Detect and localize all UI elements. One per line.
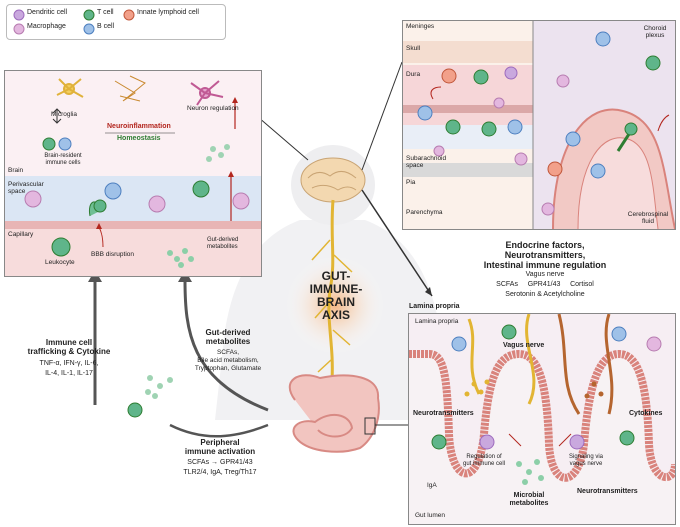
peripheral-line-1: SCFAs → GPR41/43 [187,459,253,466]
metabolites-line-2: Bile acid metabolism, [197,357,259,364]
pia-label: Pia [406,179,416,186]
neuroinflammation-label: Neuroinflammation [107,123,171,130]
metabolites-line-3: Tryptophan, Glutamate [194,365,262,372]
legend: Dendritic cell T cell Innate lymphoid ce… [6,4,226,40]
microglia-icon [56,78,84,98]
perivascular-band [5,176,261,226]
legend-bcell-label: B cell [97,23,115,30]
meninges-label: Meninges [406,23,435,30]
lamina-propria-heading: Lamina propria [409,303,460,310]
homeostasis-label: Homeostasis [117,135,161,142]
tcell-icon [83,9,95,21]
capillary-band [5,229,261,276]
cytokine-line-1: TNF-α, IFN-γ, IL-6, [39,360,99,367]
cytokines-label: Cytokines [629,410,663,417]
metabolites-line-1: SCFAs, [216,349,240,356]
legend-innate-label: Innate lymphoid cell [137,9,199,16]
innate-cell-icon [123,9,135,21]
gut-lumen-label: Gut lumen [415,512,445,519]
endocrine-factors-row: SCFAs GPR41/43 Cortisol [496,281,594,288]
vessel-wall [5,221,261,229]
capillary-label: Capillary [8,231,34,238]
gut-metabolites-title-1: Gut-derived [205,328,251,337]
cytokine-line-2: IL-4, IL-1, IL-17 [45,370,93,377]
macrophage-icon [13,23,25,35]
gut-metabolites-block: Gut-derived metabolites SCFAs, Bile acid… [178,328,278,373]
peripheral-line-2: TLR2/4, IgA, Treg/Th17 [183,469,257,476]
iga-label: IgA [427,482,437,489]
intestine-icon [288,374,380,453]
pia-band [403,163,533,177]
skull-label: Skull [406,45,421,52]
brain-layer-label: Brain [8,167,24,174]
endocrine-title-3: Intestinal immune regulation [483,260,607,270]
vagus-nerve-label: Vagus nerve [503,342,545,349]
central-title: GUT- IMMUNE- BRAIN AXIS [309,269,363,322]
legend-macrophage-label: Macrophage [27,23,66,30]
gut-panel: Lamina propria Vagus nerve Neurotransmit… [408,313,676,525]
neuron-regulation-label: Neuron regulation [187,105,239,112]
neural-network-icon [114,75,146,102]
gut-metabolites-title-2: metabolites [205,337,251,346]
legend-dendritic-label: Dendritic cell [27,9,68,16]
leukocyte-label: Leukocyte [45,259,75,266]
endocrine-title-2: Neurotransmitters, [504,250,586,260]
microglia-label: Microglia [51,111,78,118]
peripheral-title-2: immune activation [184,447,256,456]
neurotransmitters-left-label: Neurotransmitters [413,410,474,417]
immune-trafficking-block: Immune cell trafficking & Cytokine TNF-α… [14,338,124,379]
lamina-propria-inner-label: Lamina propria [415,318,459,325]
immune-trafficking-title-2: trafficking & Cytokine [27,347,111,356]
brain-icon [300,157,366,203]
parenchyma-label: Parenchyma [406,209,443,216]
dendritic-cell-icon [13,9,25,21]
immune-trafficking-title-1: Immune cell [45,338,93,347]
endocrine-serotonin: Serotonin & Acetylcholine [505,291,585,298]
legend-tcell-label: T cell [97,9,114,16]
intestinal-villi [409,354,675,524]
neuron-icon [190,80,224,106]
vagus-nerve-icon [327,199,335,381]
dura-label: Dura [406,71,421,78]
peripheral-title-1: Peripheral [200,438,240,447]
bcell-icon [83,23,95,35]
endocrine-vagus: Vagus nerve [525,271,565,278]
endocrine-block: Endocrine factors, Neurotransmitters, In… [445,240,645,299]
peripheral-block: Peripheral immune activation SCFAs → GPR… [160,438,280,478]
arrow-metabolites-to-brain [183,279,269,412]
endocrine-title-1: Endocrine factors, [505,240,585,250]
neurotransmitters-bottom-label: Neurotransmitters [577,488,638,495]
bbb-label: BBB disruption [91,251,134,258]
